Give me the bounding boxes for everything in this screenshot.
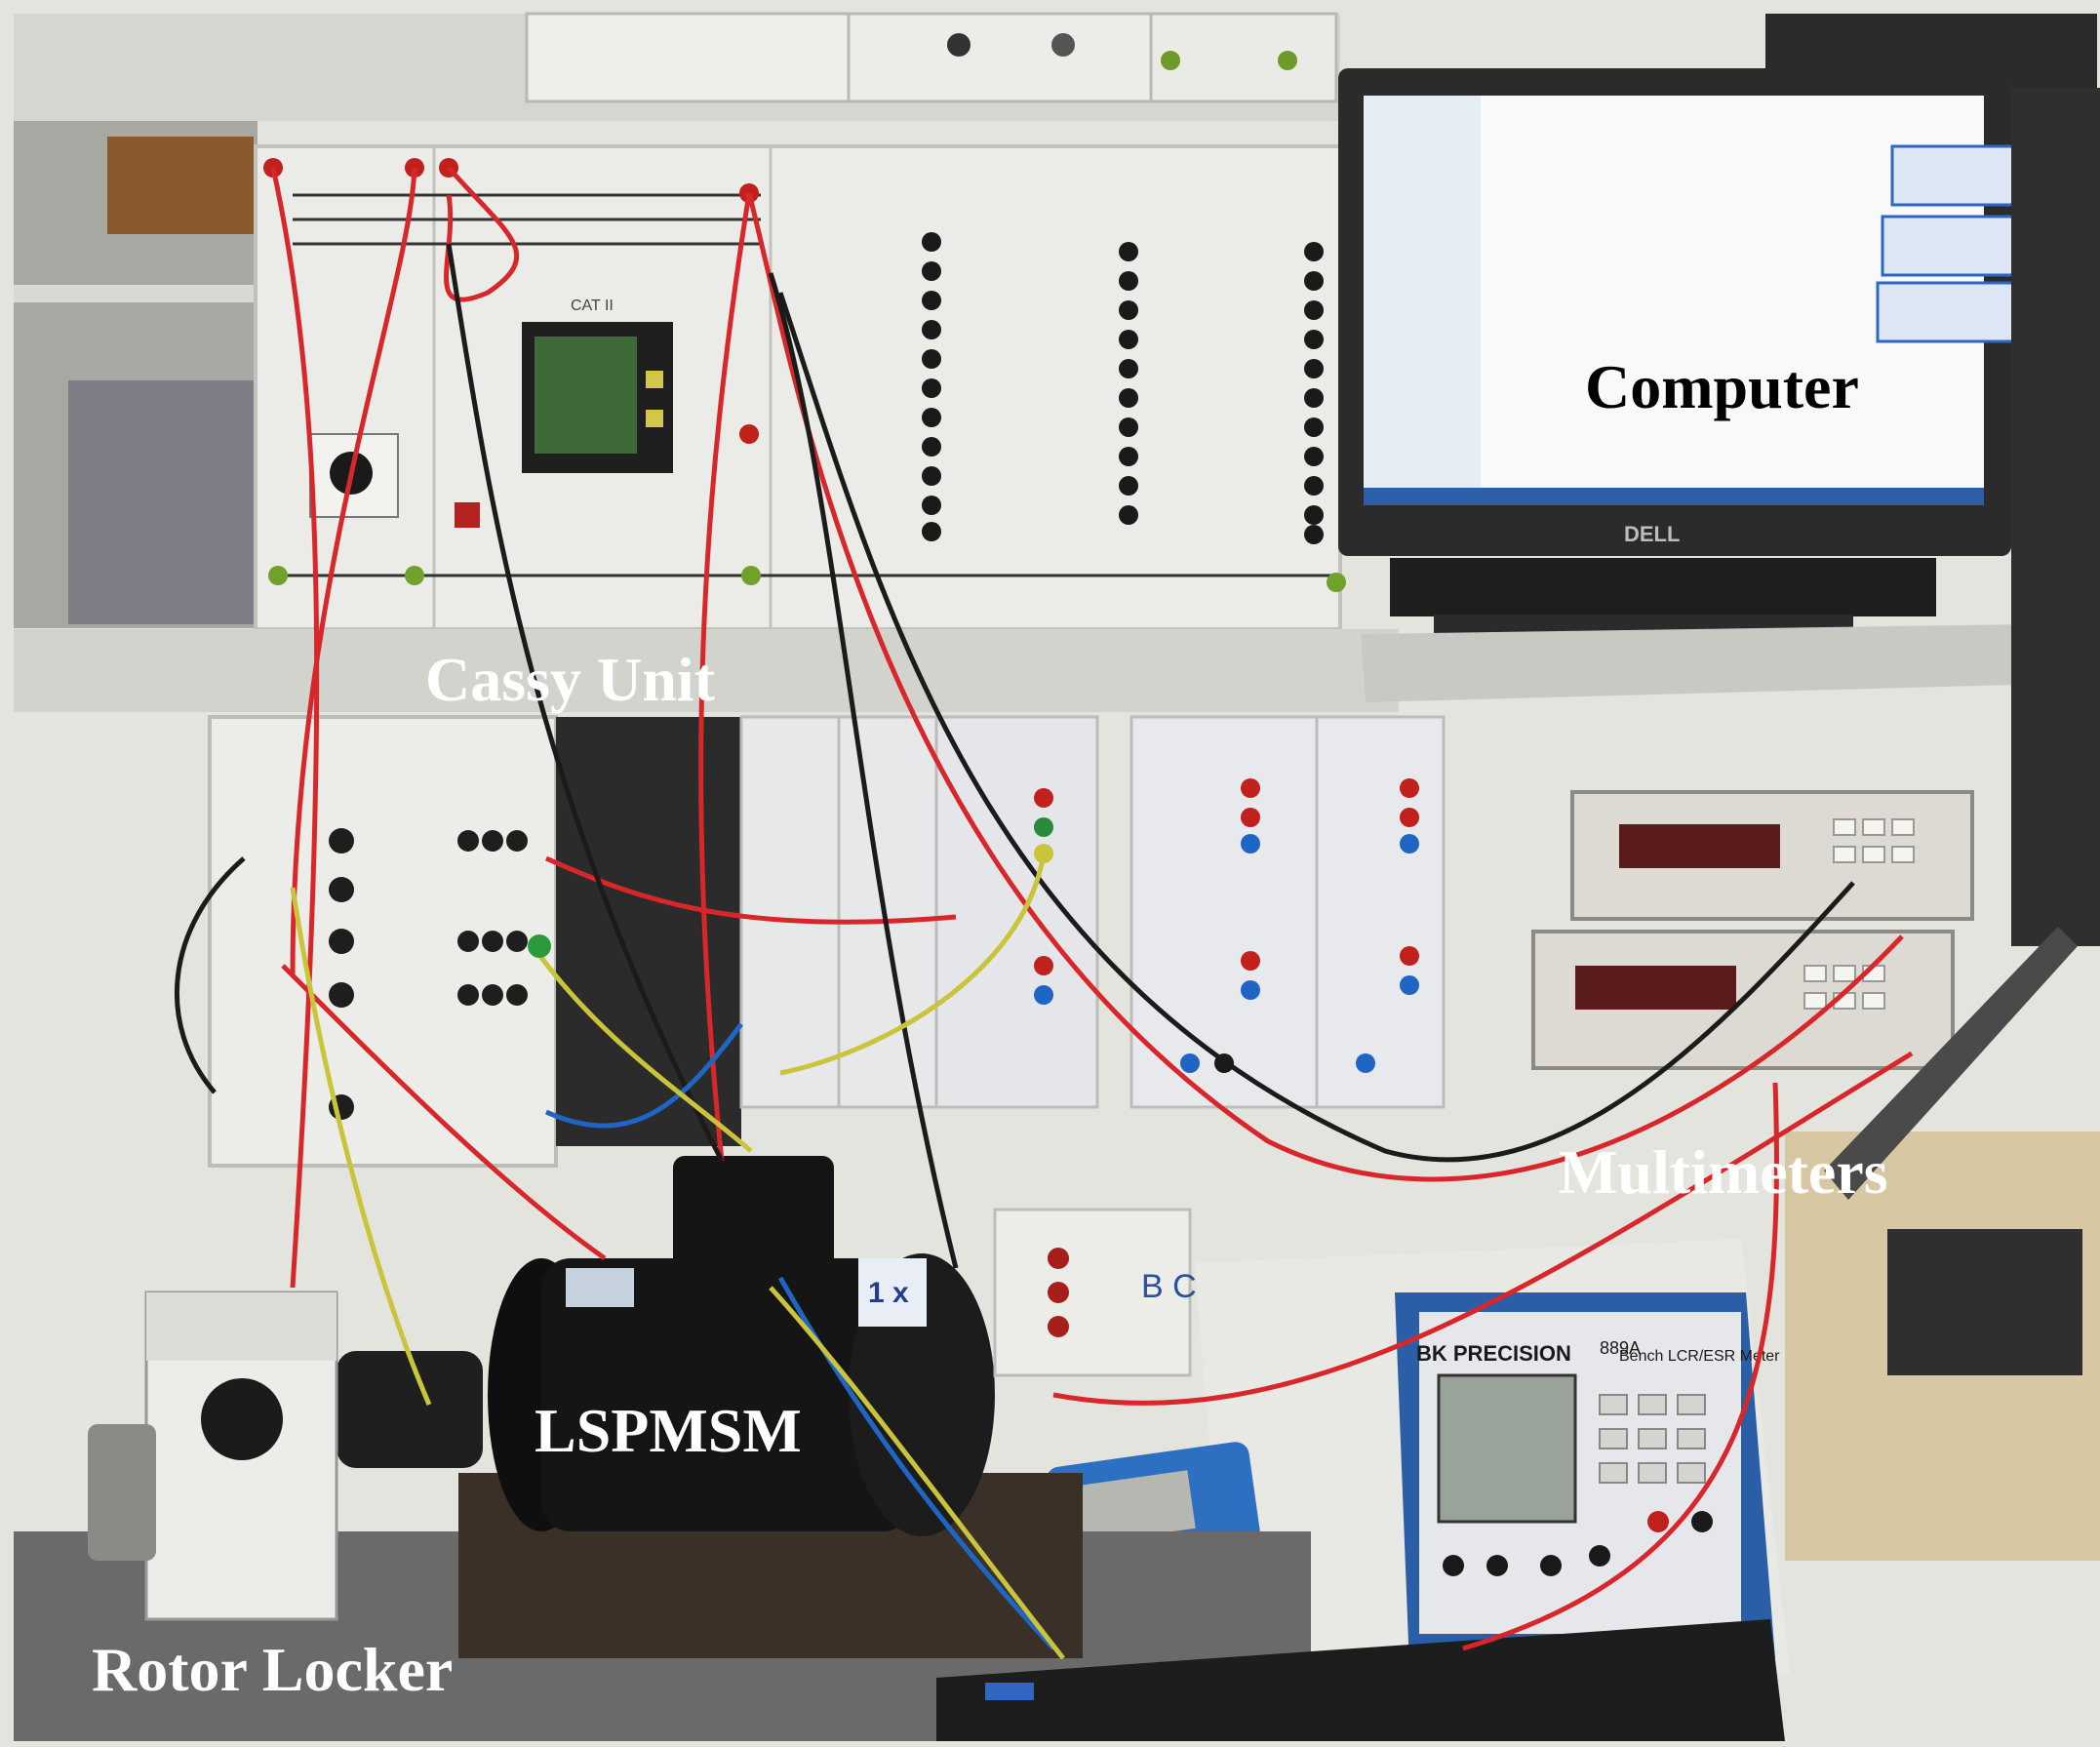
screen-taskbar: [1364, 488, 1984, 505]
left-shelf-box: [107, 137, 254, 234]
monitor-stand: [1390, 558, 1936, 616]
motor-terminal-box: [673, 1156, 834, 1283]
motor-body: [541, 1258, 912, 1531]
shaft-coupling: [337, 1351, 483, 1468]
red-indicator-lamp: [455, 502, 480, 528]
panel-green-sockets: [268, 566, 1346, 592]
middle-shelf: [14, 629, 1399, 712]
rotor-locker-knob: [201, 1378, 283, 1460]
front-board-sockets: [1048, 1248, 1069, 1337]
left-shelf-papers: [68, 380, 254, 624]
lower-module-dark: [556, 717, 741, 1146]
lower-module-e: [1315, 715, 1446, 1109]
right-cabinet: [2011, 88, 2100, 946]
socket: [1161, 51, 1180, 70]
power-analyzer-screen: [535, 337, 637, 454]
lcr-title: Bench LCR/ESR Meter: [1619, 1348, 1780, 1365]
black-wires: [174, 243, 1855, 1269]
lcr-meter-display: [1437, 1373, 1577, 1524]
multimeter-bottom-display: [1575, 966, 1736, 1010]
socket: [1051, 33, 1075, 57]
motor-tag-text: 1 x: [868, 1277, 909, 1309]
top-module-1: [525, 12, 851, 103]
power-analyzer-button: [646, 371, 663, 388]
lower-module-left: [208, 715, 558, 1168]
yellow-wires: [290, 853, 1065, 1660]
lower-module-sockets: [1034, 778, 1419, 1073]
keyboard: [936, 1619, 1785, 1741]
label-multimeters: Multimeters: [1559, 1137, 1888, 1207]
screen-sidebar: [1364, 96, 1481, 505]
motor-tag: [858, 1258, 927, 1327]
oscilloscope-screen: [1887, 1229, 2082, 1375]
label-cassy-unit: Cassy Unit: [425, 645, 715, 714]
monitor-brand: DELL: [1624, 522, 1680, 546]
multimeter-top-display: [1619, 824, 1780, 868]
lcr-model: 889A: [1600, 1338, 1641, 1358]
lcr-buttons: [1599, 1394, 1706, 1484]
load-sockets-l2: [1119, 242, 1138, 525]
lower-module-c: [934, 715, 1099, 1109]
multimeter-buttons: [1803, 818, 1915, 1010]
load-sockets-l1: [922, 232, 941, 541]
lcr-terminals: [1443, 1511, 1713, 1576]
keyboard-brand-badge: [985, 1683, 1034, 1700]
cassy-main-panel: [254, 144, 1342, 631]
top-module-3: [1149, 12, 1338, 103]
label-computer: Computer: [1585, 352, 1859, 421]
socket: [1278, 51, 1297, 70]
power-analyzer-button: [646, 410, 663, 427]
monitor-shelf: [1361, 624, 2087, 702]
left-shelf-plank: [14, 285, 258, 302]
oscilloscope-handle: [1824, 927, 2078, 1200]
front-board: [993, 1208, 1192, 1377]
lower-module-d: [1129, 715, 1319, 1109]
label-rotor-locker: Rotor Locker: [92, 1635, 454, 1704]
load-sockets-l3: [1304, 242, 1324, 544]
gear-wheel: [88, 1424, 156, 1561]
board-note: B C: [1141, 1268, 1197, 1305]
panel-title: CAT II: [571, 298, 614, 314]
lcr-brand: BK PRECISION: [1416, 1341, 1571, 1366]
left-module-knobs: [329, 828, 528, 1120]
socket: [947, 33, 971, 57]
label-lspmsm: LSPMSM: [535, 1396, 802, 1465]
lower-module-a: [739, 715, 841, 1109]
screen-window: [1876, 281, 2026, 343]
rotor-locker-top: [146, 1292, 337, 1361]
screen-window: [1881, 215, 2031, 277]
handheld-display: [1071, 1470, 1196, 1545]
green-plugs: [528, 934, 551, 958]
motor-label-sticker: [566, 1268, 634, 1307]
